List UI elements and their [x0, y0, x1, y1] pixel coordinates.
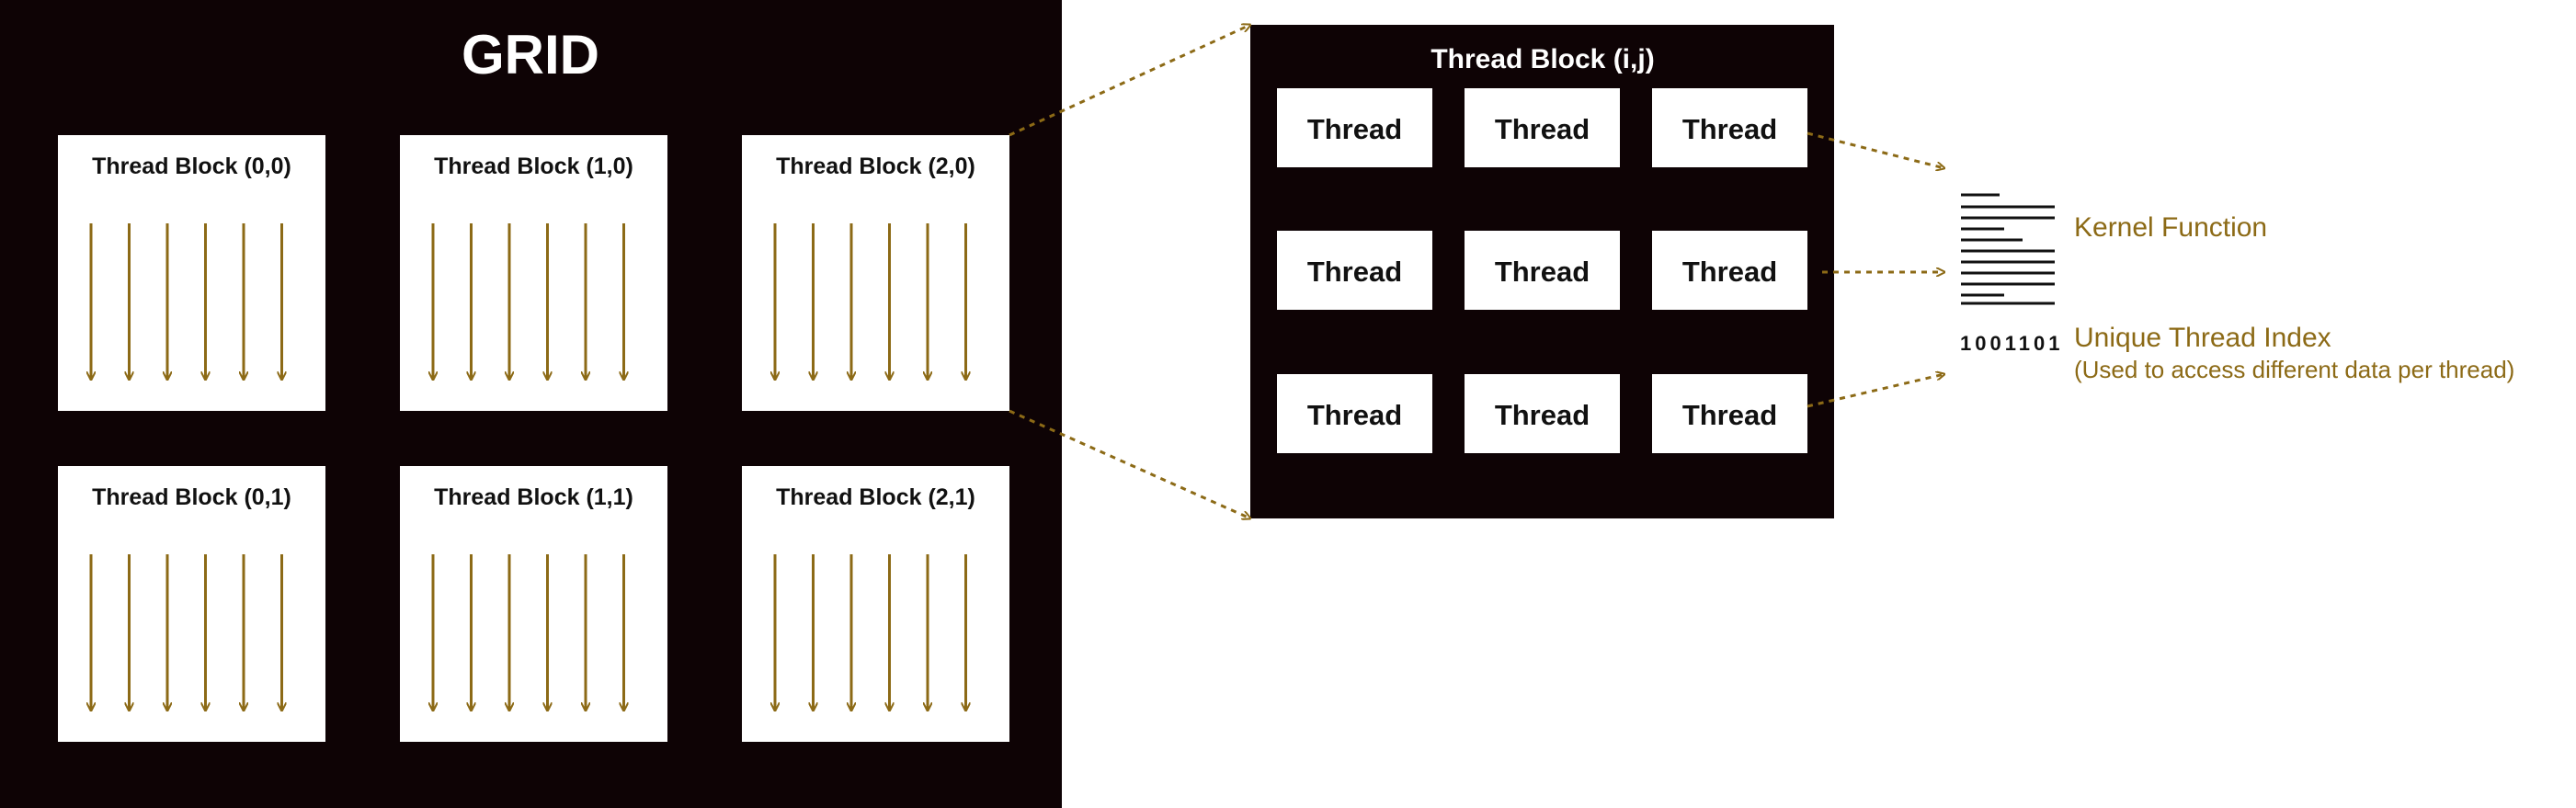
thread-block: Thread Block (2,1)	[742, 466, 1009, 742]
grid-blocks: Thread Block (0,0) Thread Block (1,0) Thre…	[58, 135, 1009, 742]
thread-cell: Thread	[1277, 231, 1432, 310]
thread-cell: Thread	[1652, 374, 1807, 453]
thread-to-kernel-arrow-bottom	[1807, 374, 1944, 408]
thread-cell-label: Thread	[1682, 113, 1777, 145]
zoom-connector-top	[1009, 25, 1250, 137]
thread-block: Thread Block (0,0)	[58, 135, 325, 411]
thread-cell: Thread	[1277, 374, 1432, 453]
thread-cell-box	[1277, 374, 1432, 453]
thread-cell-box	[1652, 231, 1807, 310]
thread-cell-label: Thread	[1495, 256, 1590, 288]
thread-block-label: Thread Block (1,0)	[434, 154, 633, 179]
thread-block-label: Thread Block (2,0)	[776, 154, 975, 179]
thread-cell-label: Thread	[1495, 399, 1590, 431]
thread-cell-box	[1277, 88, 1432, 167]
thread-cell: Thread	[1277, 88, 1432, 167]
thread-cell-label: Thread	[1495, 113, 1590, 145]
thread-block-label: Thread Block (0,1)	[92, 484, 291, 510]
thread-block-label: Thread Block (1,1)	[434, 484, 633, 510]
thread-cell-box	[1465, 231, 1620, 310]
thread-block: Thread Block (1,1)	[400, 466, 667, 742]
thread-cell-label: Thread	[1307, 399, 1402, 431]
unique-thread-index-note: (Used to access different data per threa…	[2074, 356, 2514, 383]
thread-cell-box	[1277, 231, 1432, 310]
thread-index-code: 1001101	[1960, 332, 2063, 355]
thread-cell-label: Thread	[1682, 256, 1777, 288]
thread-cell-label: Thread	[1682, 399, 1777, 431]
thread-cell: Thread	[1652, 88, 1807, 167]
grid-title: GRID	[462, 24, 599, 85]
code-document-icon	[1961, 193, 2055, 305]
thread-cell-label: Thread	[1307, 256, 1402, 288]
thread-to-kernel-arrow-top	[1807, 131, 1944, 168]
thread-block: Thread Block (2,0)	[742, 135, 1009, 411]
thread-block-label: Thread Block (2,1)	[776, 484, 975, 510]
thread-cell-box	[1652, 374, 1807, 453]
kernel-function-label: Kernel Function	[2074, 212, 2267, 243]
thread-block: Thread Block (1,0)	[400, 135, 667, 411]
thread-cell: Thread	[1652, 231, 1807, 310]
thread-block-label: Thread Block (0,0)	[92, 154, 291, 179]
thread-cell-box	[1465, 88, 1620, 167]
thread-cell: Thread	[1465, 88, 1620, 167]
thread-cell-box	[1465, 374, 1620, 453]
thread-cell: Thread	[1465, 374, 1620, 453]
thread-cell: Thread	[1465, 231, 1620, 310]
thread-cell-box	[1652, 88, 1807, 167]
thread-cell-label: Thread	[1307, 113, 1402, 145]
thread-block: Thread Block (0,1)	[58, 466, 325, 742]
unique-thread-index-label: Unique Thread Index	[2074, 323, 2331, 353]
thread-block-title: Thread Block (i,j)	[1430, 44, 1654, 74]
